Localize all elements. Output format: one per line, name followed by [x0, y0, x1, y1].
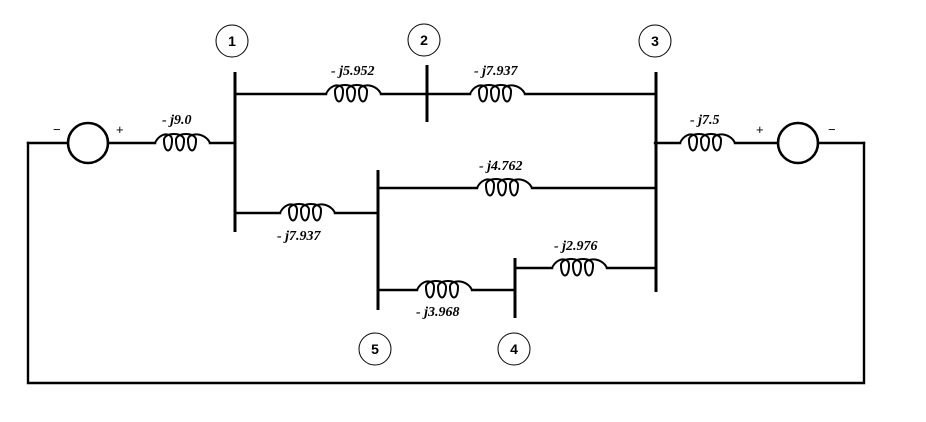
- impedance-label-1-5: - j7.937: [277, 229, 322, 244]
- impedance-label-5-4: - j3.968: [416, 305, 460, 320]
- right-source-plus: +: [756, 122, 764, 137]
- bus-marker-circle: [215, 24, 249, 58]
- right-source-circle: [776, 121, 820, 165]
- bus-marker-circle: [638, 24, 672, 58]
- inductor-5-3: [476, 178, 533, 197]
- bus-marker-3: 3: [638, 24, 672, 58]
- bus-number: 2: [420, 32, 428, 48]
- impedance-label-5-3: - j4.762: [479, 159, 523, 174]
- bus-marker-1: 1: [215, 24, 249, 58]
- bus-marker-circle: [358, 332, 392, 366]
- left-source-plus: +: [116, 122, 124, 137]
- left-source-circle: [66, 121, 110, 165]
- inductor-1-5: [279, 203, 336, 222]
- inductor-1-2: [325, 84, 382, 103]
- bus-number: 4: [510, 341, 518, 357]
- bus-marker-5: 5: [358, 332, 392, 366]
- bus-marker-circle: [407, 23, 441, 57]
- bus-marker-circle: [497, 332, 531, 366]
- bus-marker-2: 2: [407, 23, 441, 57]
- right-source-minus: −: [828, 122, 836, 137]
- bus-marker-4: 4: [497, 332, 531, 366]
- impedance-label-gen-left: - j9.0: [162, 113, 192, 128]
- impedance-label-4-3: - j2.976: [554, 239, 598, 254]
- impedance-label-gen-right: - j7.5: [690, 113, 720, 128]
- impedance-label-1-2: - j5.952: [331, 64, 375, 79]
- inductor-4-3: [551, 258, 608, 277]
- impedance-label-2-3: - j7.937: [474, 64, 519, 79]
- inductor-2-3: [469, 84, 526, 103]
- bus-number: 3: [651, 33, 659, 49]
- left-source-minus: −: [53, 122, 61, 137]
- inductor-right-gen: [679, 133, 736, 152]
- bus-number: 5: [371, 341, 379, 357]
- inductor-left-gen: [154, 133, 211, 152]
- bus-number: 1: [228, 33, 236, 49]
- ground-return-wire: [26, 141, 866, 385]
- inductor-5-4: [416, 280, 473, 299]
